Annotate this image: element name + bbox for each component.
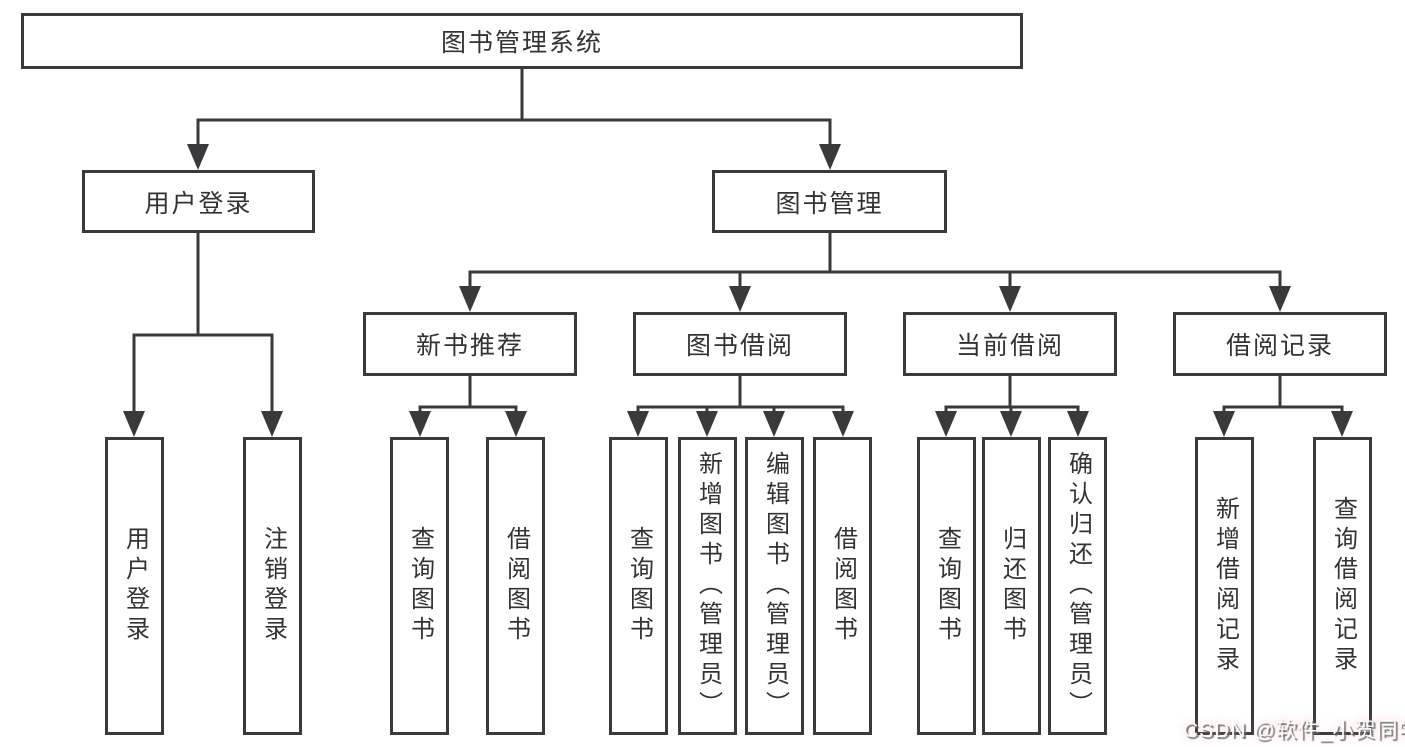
connector-root-to-level2: [196, 67, 832, 154]
arrow-down-icon: [261, 411, 283, 437]
leaf-label: 用户登录: [121, 526, 149, 646]
node-borrow-records: 借阅记录: [1173, 312, 1387, 376]
leaf-label: 编辑图书（管理员）: [761, 451, 789, 721]
leaf-label: 借阅图书: [829, 526, 857, 646]
node-label: 当前借阅: [955, 332, 1064, 360]
leaf-label: 新增借阅记录: [1211, 496, 1239, 676]
connector-mgmt-to-level3: [468, 231, 1282, 296]
arrow-down-icon: [627, 411, 649, 437]
leaf-label: 查询图书: [625, 526, 653, 646]
leaf-query-books: 查询图书: [609, 437, 668, 735]
arrow-down-icon: [999, 286, 1021, 312]
arrow-down-icon: [459, 286, 481, 312]
arrow-down-icon: [123, 411, 145, 437]
node-label: 图书管理系统: [440, 29, 603, 57]
leaf-label: 确认归还（管理员）: [1064, 451, 1092, 721]
node-library-management-system: 图书管理系统: [21, 13, 1023, 69]
node-label: 图书借阅: [685, 332, 794, 360]
leaf-label: 新增图书（管理员）: [694, 451, 722, 721]
arrow-down-icon: [935, 411, 957, 437]
node-label: 新书推荐: [415, 332, 524, 360]
leaf-edit-books-admin: 编辑图书（管理员）: [745, 437, 804, 735]
arrow-down-icon: [1269, 286, 1291, 312]
leaf-label: 注销登录: [259, 526, 287, 646]
leaf-label: 查询图书: [406, 526, 434, 646]
node-user-login: 用户登录: [82, 170, 315, 233]
node-label: 用户登录: [144, 189, 253, 218]
connector-borrow-to-leaves: [636, 374, 845, 421]
arrowheads: [123, 144, 1353, 437]
leaf-borrow-books: 借阅图书: [813, 437, 872, 735]
leaf-logout: 注销登录: [243, 437, 302, 735]
arrow-down-icon: [1000, 411, 1022, 437]
arrow-down-icon: [729, 286, 751, 312]
node-book-management: 图书管理: [712, 170, 947, 233]
leaf-query-books: 查询图书: [390, 437, 449, 735]
connector-records-to-leaves: [1222, 374, 1344, 421]
arrow-down-icon: [1067, 411, 1089, 437]
leaf-label: 查询图书: [933, 526, 961, 646]
leaf-query-books: 查询图书: [917, 437, 976, 735]
arrow-down-icon: [832, 411, 854, 437]
arrow-down-icon: [819, 144, 841, 170]
leaf-add-books-admin: 新增图书（管理员）: [678, 437, 737, 735]
leaf-label: 查询借阅记录: [1329, 496, 1357, 676]
connector-login-to-leaves: [132, 231, 274, 421]
leaf-user-login: 用户登录: [105, 437, 164, 735]
node-current-borrow: 当前借阅: [903, 312, 1117, 376]
csdn-watermark: CSDN @软件_小贺同学: [1183, 719, 1405, 742]
arrow-down-icon: [187, 144, 209, 170]
leaf-confirm-return-admin: 确认归还（管理员）: [1048, 437, 1107, 735]
arrow-down-icon: [409, 411, 431, 437]
arrow-down-icon: [505, 411, 527, 437]
leaf-return-books: 归还图书: [982, 437, 1041, 735]
arrow-down-icon: [1213, 411, 1235, 437]
node-book-borrow: 图书借阅: [633, 312, 847, 376]
arrow-down-icon: [763, 411, 785, 437]
arrow-down-icon: [696, 411, 718, 437]
leaf-label: 借阅图书: [502, 526, 530, 646]
leaf-borrow-books: 借阅图书: [486, 437, 545, 735]
leaf-label: 归还图书: [998, 526, 1026, 646]
leaf-add-borrow-record: 新增借阅记录: [1195, 437, 1254, 735]
connector-recommend-to-leaves: [418, 374, 518, 421]
leaf-query-borrow-record: 查询借阅记录: [1313, 437, 1372, 735]
arrow-down-icon: [1331, 411, 1353, 437]
node-new-book-recommend: 新书推荐: [363, 312, 577, 376]
node-label: 图书管理: [775, 189, 884, 218]
node-label: 借阅记录: [1225, 332, 1334, 360]
